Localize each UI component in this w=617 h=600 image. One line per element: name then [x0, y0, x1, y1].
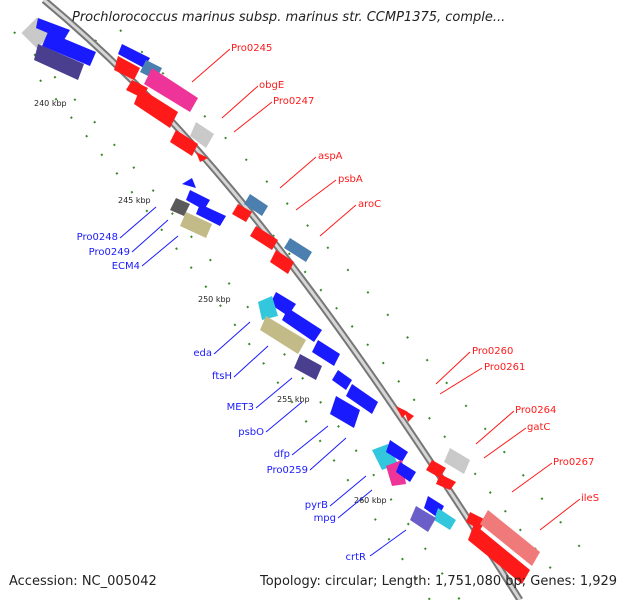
forward-strand-genes [21, 17, 456, 532]
genome-map: 240 kbp 245 kbp 250 kbp 255 kbp 260 kbp … [13, 0, 599, 600]
gene-block[interactable] [144, 68, 198, 112]
gene-block[interactable] [284, 238, 312, 262]
gene-block[interactable] [444, 448, 470, 474]
gene-arrow[interactable] [232, 204, 252, 222]
gene-label-crtR[interactable]: crtR [346, 552, 367, 563]
gene-block[interactable] [372, 444, 398, 470]
accession-label: Accession: NC_005042 [9, 574, 157, 589]
gene-block[interactable] [190, 122, 214, 148]
gene-arrow[interactable] [196, 204, 226, 226]
gene-block[interactable] [294, 354, 322, 380]
gene-arrow[interactable] [42, 32, 96, 66]
gene-label-aroC[interactable]: aroC [358, 199, 381, 210]
gene-label-Pro0249[interactable]: Pro0249 [89, 247, 130, 258]
gene-arrow[interactable] [170, 130, 198, 156]
kbp-label: 255 kbp [277, 395, 310, 404]
gene-block[interactable] [244, 194, 268, 216]
gene-arrow[interactable] [396, 462, 416, 482]
gene-label-dfp[interactable]: dfp [274, 449, 290, 460]
gene-arrow[interactable] [282, 308, 322, 342]
gene-block[interactable] [134, 88, 178, 128]
gene-label-ftsH[interactable]: ftsH [212, 371, 232, 382]
gene-label-psbA[interactable]: psbA [338, 174, 363, 185]
gene-label-ECM4[interactable]: ECM4 [112, 261, 140, 272]
topology-label: Topology: circular; Length: 1,751,080 bp… [260, 574, 617, 589]
gene-arrow[interactable] [186, 190, 210, 210]
kbp-label: 245 kbp [118, 196, 151, 205]
gene-label-Pro0264[interactable]: Pro0264 [515, 405, 556, 416]
gene-block[interactable] [410, 506, 436, 532]
gene-block[interactable] [170, 198, 190, 216]
gene-label-pyrB[interactable]: pyrB [305, 500, 328, 511]
gene-label-eda[interactable]: eda [193, 348, 212, 359]
gene-arrow[interactable] [426, 460, 446, 478]
gene-arrow[interactable] [436, 474, 456, 490]
gene-block[interactable] [330, 396, 360, 428]
gene-label-mpg[interactable]: mpg [314, 513, 336, 524]
genome-map-canvas: 240 kbp 245 kbp 250 kbp 255 kbp 260 kbp … [9, 0, 617, 600]
gene-arrow[interactable] [196, 152, 208, 162]
gene-arrow[interactable] [346, 384, 378, 414]
tick-track-outer [13, 29, 591, 600]
forward-gene-labels [119, 206, 407, 557]
gene-arrow[interactable] [114, 56, 140, 80]
gene-label-gatC[interactable]: gatC [527, 422, 550, 433]
gene-arrow[interactable] [404, 410, 414, 422]
gene-label-Pro0259[interactable]: Pro0259 [267, 465, 308, 476]
gene-arrow[interactable] [332, 370, 352, 390]
gene-arrow[interactable] [270, 250, 294, 274]
gene-label-aspA[interactable]: aspA [318, 151, 343, 162]
kbp-label: 240 kbp [34, 99, 67, 108]
gene-label-Pro0247[interactable]: Pro0247 [273, 96, 314, 107]
kbp-label: 250 kbp [198, 295, 231, 304]
gene-arrow[interactable] [182, 178, 196, 188]
gene-arrow[interactable] [250, 226, 278, 250]
gene-arrow[interactable] [36, 18, 70, 40]
kbp-labels: 240 kbp 245 kbp 250 kbp 255 kbp 260 kbp [34, 99, 387, 505]
gene-label-Pro0260[interactable]: Pro0260 [472, 346, 513, 357]
gene-label-Pro0267[interactable]: Pro0267 [553, 457, 594, 468]
gene-arrow[interactable] [118, 44, 150, 68]
gene-label-Pro0248[interactable]: Pro0248 [77, 232, 118, 243]
reverse-gene-labels [191, 48, 581, 531]
gene-label-psbO[interactable]: psbO [238, 427, 264, 438]
gene-block[interactable] [260, 316, 306, 354]
gene-arrow[interactable] [396, 406, 408, 418]
gene-arrow[interactable] [434, 508, 456, 530]
gene-block[interactable] [180, 212, 212, 238]
map-title: Prochlorococcus marinus subsp. marinus s… [72, 10, 506, 25]
gene-label-Pro0261[interactable]: Pro0261 [484, 362, 525, 373]
gene-block[interactable] [258, 296, 278, 320]
gene-label-ileS[interactable]: ileS [581, 493, 599, 504]
gene-arrow[interactable] [312, 340, 340, 366]
gene-arrow[interactable] [386, 440, 408, 462]
reverse-strand-genes [114, 56, 540, 584]
gene-block[interactable] [34, 44, 84, 80]
gene-label-Pro0245[interactable]: Pro0245 [231, 43, 272, 54]
kbp-label: 260 kbp [354, 496, 387, 505]
gene-block[interactable] [468, 524, 530, 584]
gene-label-MET3[interactable]: MET3 [227, 402, 254, 413]
gene-label-obgE[interactable]: obgE [259, 80, 284, 91]
gene-arrow[interactable] [466, 512, 486, 530]
gene-block[interactable] [480, 510, 540, 566]
